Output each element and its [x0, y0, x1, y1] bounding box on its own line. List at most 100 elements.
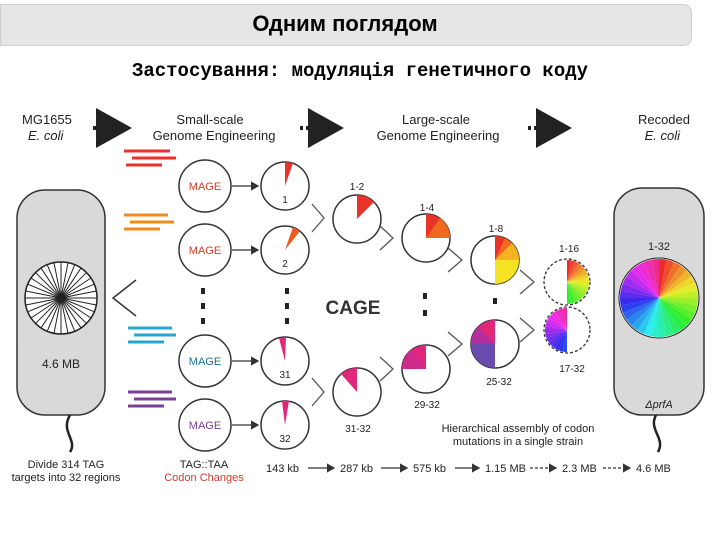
wheel-segment — [558, 330, 567, 352]
svg-text:17-32: 17-32 — [559, 364, 585, 375]
cage-label: CAGE — [326, 298, 381, 319]
size-575kb: 575 kb — [413, 463, 446, 475]
wheel-segment — [567, 261, 580, 282]
wheel-segment — [659, 283, 698, 298]
divide-caption: Divide 314 TAG targets into 32 regions — [12, 459, 121, 484]
strain-circle-31: 31 — [260, 336, 310, 386]
wheel-segment — [620, 290, 659, 298]
mage-cycle-1: MAGE — [178, 159, 232, 213]
wheel-segment — [626, 270, 659, 298]
title-bar — [0, 4, 692, 46]
ellipsis-dots — [201, 288, 497, 324]
svg-text:25-32: 25-32 — [486, 377, 512, 388]
wheel-segment — [637, 261, 659, 298]
svg-text:Genome Engineering: Genome Engineering — [377, 128, 500, 143]
wheel-segment — [659, 265, 687, 298]
wheel-segment — [620, 298, 659, 306]
wheel-segment — [626, 298, 659, 326]
size-115mb: 1.15 MB — [485, 463, 526, 475]
wheel-segment — [545, 330, 567, 335]
wheel-segment — [644, 259, 659, 298]
svg-text:1-16: 1-16 — [559, 244, 579, 255]
wheel-segment — [567, 282, 583, 301]
wheel-segment — [567, 260, 576, 282]
wheel-segment — [622, 276, 659, 298]
stage-start-label: MG1655 E. coli — [22, 112, 72, 143]
size-progression: 143 kb 287 kb 575 kb 1.15 MB 2.3 MB 4.6 … — [266, 463, 671, 475]
wheel-segment — [545, 321, 567, 330]
merged-circle-25-32: 25-32 — [470, 319, 520, 388]
svg-text:Small-scale: Small-scale — [176, 112, 243, 127]
wheel-segment — [622, 298, 659, 320]
wheel-segment — [558, 308, 567, 330]
svg-text:MAGE: MAGE — [189, 245, 221, 257]
wheel-segment — [631, 265, 659, 298]
wheel-segment — [659, 276, 696, 298]
wheel-segment — [659, 290, 698, 298]
wheel-segment — [545, 325, 567, 330]
svg-text:1: 1 — [282, 195, 288, 206]
merged-circle-31-32: 31-32 — [332, 367, 382, 435]
wheel-segment — [554, 309, 567, 330]
wheel-segment — [659, 261, 681, 298]
svg-text:29-32: 29-32 — [414, 400, 440, 411]
svg-text:MAGE: MAGE — [189, 181, 221, 193]
merged-circle-1-8: 1-8 — [470, 224, 520, 285]
wheel-segment — [659, 270, 692, 298]
wheel-segment — [651, 298, 659, 337]
wheel-segment — [554, 330, 567, 351]
wheel-segment — [567, 273, 589, 282]
wheel-segment — [567, 282, 589, 287]
strain-circle-1: 1 — [260, 161, 310, 211]
wheel-segment — [620, 298, 659, 313]
size-287kb: 287 kb — [340, 463, 373, 475]
wheel-segment — [567, 269, 588, 282]
wheel-segment — [631, 298, 659, 331]
wheel-segment — [548, 314, 567, 330]
svg-text:Divide 314 TAG: Divide 314 TAG — [28, 459, 105, 471]
wheel-segment — [620, 283, 659, 298]
wheel-segment — [567, 282, 589, 291]
strain-circle-2: 2 — [260, 225, 310, 275]
wheel-segment — [546, 317, 567, 330]
wheel-segment — [637, 298, 659, 335]
slide-title: Одним поглядом — [252, 11, 438, 36]
merged-circle-1-16: 1-16 — [543, 244, 591, 306]
svg-text:Large-scale: Large-scale — [402, 112, 470, 127]
svg-text:TAG::TAA: TAG::TAA — [180, 459, 229, 471]
oligo-purple — [128, 390, 176, 408]
ecoli-cell-right — [613, 187, 705, 453]
ecoli-cell-left — [16, 189, 106, 453]
wheel-segment — [659, 259, 674, 298]
strain-circle-32: 32 — [260, 400, 310, 450]
mage-cycle-32: MAGE — [178, 398, 232, 452]
wheel-segment — [567, 282, 586, 298]
wheel-segment — [659, 298, 698, 306]
wheel-segment — [545, 330, 567, 339]
wheel-segment — [567, 282, 572, 304]
svg-text:Hierarchical assembly of codon: Hierarchical assembly of codon — [442, 423, 595, 435]
stage-large-label: Large-scale Genome Engineering — [377, 112, 500, 143]
merged-circle-29-32: 29-32 — [401, 344, 451, 411]
svg-text:1-8: 1-8 — [489, 224, 504, 235]
mage-cycle-2: MAGE — [178, 223, 232, 277]
wheel-segment — [567, 282, 576, 304]
wheel-segment — [551, 311, 567, 330]
svg-text:E. coli: E. coli — [28, 128, 65, 143]
wheel-segment — [659, 259, 667, 298]
stage-small-label: Small-scale Genome Engineering — [153, 112, 276, 143]
merged-circle-17-32: 17-32 — [543, 306, 591, 375]
wheel-segment — [659, 298, 692, 326]
svg-text:Genome Engineering: Genome Engineering — [153, 128, 276, 143]
mage-cycle-31: MAGE — [178, 334, 232, 388]
wheel-segment — [567, 260, 572, 282]
wheel-segment — [644, 298, 659, 337]
svg-text:targets into 32 regions: targets into 32 regions — [12, 472, 121, 484]
wheel-segment — [659, 298, 681, 335]
wheel-segment — [562, 308, 567, 330]
merged-circle-1-4: 1-4 — [401, 203, 451, 263]
wheel-segment — [567, 266, 586, 282]
size-23mb: 2.3 MB — [562, 463, 597, 475]
svg-text:Recoded: Recoded — [638, 112, 690, 127]
